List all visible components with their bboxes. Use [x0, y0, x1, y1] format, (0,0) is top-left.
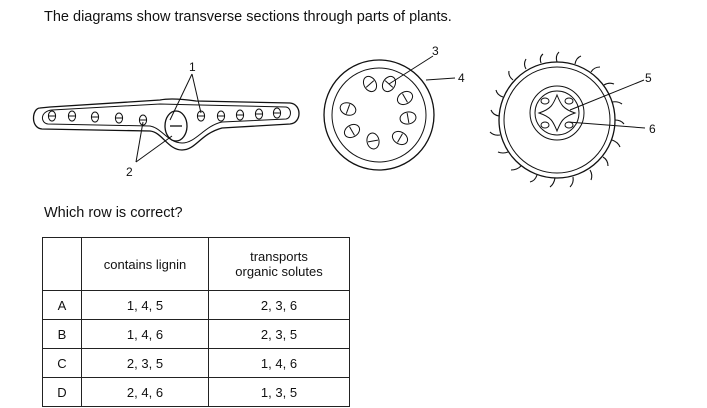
label-1: 1	[189, 60, 196, 74]
row-key: A	[42, 290, 82, 320]
cell-solutes: 1, 3, 5	[208, 377, 350, 407]
label-5: 5	[645, 71, 652, 85]
label-lines-leaf	[135, 73, 202, 163]
cell-lignin: 1, 4, 5	[81, 290, 209, 320]
table-header-row: contains lignin transports organic solut…	[42, 237, 350, 291]
cell-solutes: 1, 4, 6	[208, 348, 350, 378]
label-3: 3	[432, 44, 439, 58]
answer-table: contains lignin transports organic solut…	[42, 237, 350, 407]
root-stele	[529, 85, 585, 141]
row-key: C	[42, 348, 82, 378]
table-row: B 1, 4, 6 2, 3, 5	[42, 319, 350, 349]
cell-solutes: 2, 3, 5	[208, 319, 350, 349]
label-lines-root	[567, 79, 646, 129]
root-section	[489, 51, 625, 188]
cell-lignin: 2, 4, 6	[81, 377, 209, 407]
label-4: 4	[458, 71, 465, 85]
leaf-vascular-bundles	[47, 107, 282, 126]
header-key	[42, 237, 82, 291]
plant-sections-diagram: 1 2 3 4 5 6	[32, 44, 656, 188]
stem-vascular-bundles	[339, 75, 417, 150]
table-row: C 2, 3, 5 1, 4, 6	[42, 348, 350, 378]
table-row: A 1, 4, 5 2, 3, 6	[42, 290, 350, 320]
header-transports-text: transports organic solutes	[235, 249, 323, 279]
table-row: D 2, 4, 6 1, 3, 5	[42, 377, 350, 407]
cell-solutes: 2, 3, 6	[208, 290, 350, 320]
question-text: Which row is correct?	[44, 205, 183, 221]
row-key: D	[42, 377, 82, 407]
cell-lignin: 2, 3, 5	[81, 348, 209, 378]
stem-section	[323, 59, 435, 171]
label-6: 6	[649, 122, 656, 136]
label-lines-stem	[388, 55, 456, 85]
label-2: 2	[126, 165, 133, 179]
header-contains-lignin: contains lignin	[81, 237, 209, 291]
header-transports-organic-solutes: transports organic solutes	[208, 237, 350, 291]
root-hairs	[489, 51, 625, 188]
intro-text: The diagrams show transverse sections th…	[44, 9, 452, 25]
cell-lignin: 1, 4, 6	[81, 319, 209, 349]
leaf-section	[32, 98, 300, 151]
row-key: B	[42, 319, 82, 349]
